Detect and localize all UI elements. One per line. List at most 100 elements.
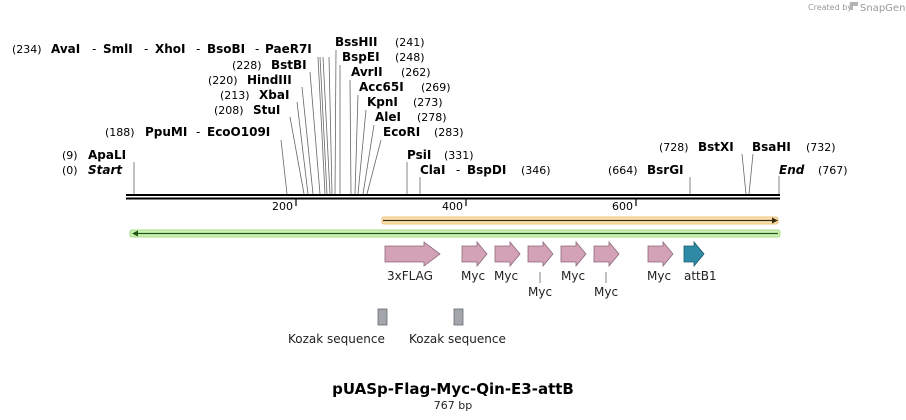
site-ppumi-pos: (188) bbox=[105, 126, 135, 139]
site-bspdi-pos: (346) bbox=[521, 164, 551, 177]
snapgene-brand: Created by SnapGene bbox=[808, 2, 906, 14]
feature-3xflag-arrow[interactable] bbox=[384, 241, 441, 267]
backbone-bottom-strand bbox=[126, 197, 780, 200]
feature-myc4-label: Myc bbox=[561, 269, 585, 283]
leader-avrii bbox=[349, 79, 352, 195]
ruler-tick-200: 200 bbox=[272, 200, 293, 213]
site-bsahi[interactable]: BsaHI bbox=[752, 140, 791, 154]
site-bstbi-pos: (228) bbox=[232, 59, 262, 72]
leader-stui bbox=[289, 116, 305, 195]
site-hindiii-pos: (220) bbox=[208, 74, 238, 87]
leader-bstbi bbox=[309, 71, 321, 195]
site-ecori-pos: (283) bbox=[434, 126, 464, 139]
plasmid-length: 767 bp bbox=[434, 399, 472, 412]
site-bspdi[interactable]: BspDI bbox=[467, 163, 506, 177]
site-leader-lines bbox=[133, 49, 780, 195]
site-bsahi-pos: (732) bbox=[806, 141, 836, 154]
site-bsshii-pos: (241) bbox=[395, 36, 425, 49]
sequence-end-label: End bbox=[779, 163, 805, 177]
feature-kozak1-label: Kozak sequence bbox=[288, 332, 385, 346]
brand-created-by: Created by bbox=[808, 3, 852, 12]
leader-hindiii bbox=[301, 86, 314, 195]
site-clai[interactable]: ClaI bbox=[420, 163, 445, 177]
backbone-top-strand bbox=[126, 194, 780, 196]
feature-myc3-label: Myc bbox=[528, 285, 552, 299]
feature-myc1-arrow[interactable] bbox=[461, 240, 488, 268]
feature-attb1-label: attB1 bbox=[684, 269, 717, 283]
snapgene-logo-icon bbox=[849, 2, 858, 10]
leader-xbai bbox=[296, 101, 309, 195]
site-smli[interactable]: SmlI bbox=[103, 42, 133, 56]
site-kpni[interactable]: KpnI bbox=[367, 95, 398, 109]
feature-myc3-arrow[interactable] bbox=[527, 240, 554, 268]
site-bstxi-pos: (728) bbox=[659, 141, 689, 154]
site-psii-pos: (331) bbox=[444, 149, 474, 162]
feature-3xflag-label: 3xFLAG bbox=[387, 269, 433, 283]
feature-myc2-arrow[interactable] bbox=[494, 240, 521, 268]
site-alei[interactable]: AleI bbox=[375, 110, 401, 124]
orf-reverse[interactable] bbox=[129, 229, 781, 238]
site-hindiii[interactable]: HindIII bbox=[247, 73, 292, 87]
brand-name: SnapGene bbox=[860, 3, 906, 14]
site-ecori[interactable]: EcoRI bbox=[383, 125, 420, 139]
site-avai-pos: (234) bbox=[12, 43, 42, 56]
site-bsshii[interactable]: BssHII bbox=[335, 35, 377, 49]
site-ecoo109i[interactable]: EcoO109I bbox=[207, 125, 270, 139]
feature-myc5-arrow[interactable] bbox=[593, 240, 620, 268]
site-avai[interactable]: AvaI bbox=[51, 42, 80, 56]
site-separator: - bbox=[196, 125, 200, 139]
site-stui[interactable]: StuI bbox=[253, 103, 280, 117]
site-acc65i[interactable]: Acc65I bbox=[359, 80, 404, 94]
leader-acc65i bbox=[354, 94, 359, 195]
site-separator: - bbox=[456, 163, 460, 177]
site-psii[interactable]: PsiI bbox=[407, 148, 431, 162]
site-ppumi[interactable]: PpuMI bbox=[145, 125, 187, 139]
site-separator: - bbox=[92, 42, 96, 56]
site-paer7i[interactable]: PaeR7I bbox=[265, 42, 312, 56]
site-alei-pos: (278) bbox=[417, 111, 447, 124]
site-bspei[interactable]: BspEI bbox=[342, 50, 380, 64]
site-kpni-pos: (273) bbox=[413, 96, 443, 109]
leader-kpni bbox=[357, 109, 367, 195]
feature-kozak1-box[interactable] bbox=[377, 308, 388, 326]
site-bsobi[interactable]: BsoBI bbox=[207, 42, 245, 56]
ruler-tick-600: 600 bbox=[612, 200, 633, 213]
feature-myc6-arrow[interactable] bbox=[647, 240, 674, 268]
feature-kozak2-box[interactable] bbox=[453, 308, 464, 326]
features: 3xFLAG Myc Myc Myc Myc Myc Myc attB1 Koz… bbox=[288, 240, 717, 346]
feature-attb1-arrow[interactable] bbox=[683, 240, 705, 268]
end-pos: (767) bbox=[818, 164, 848, 177]
site-avrii[interactable]: AvrII bbox=[351, 65, 383, 79]
site-bstbi[interactable]: BstBI bbox=[271, 58, 307, 72]
feature-myc2-label: Myc bbox=[494, 269, 518, 283]
leader-avai-3 bbox=[322, 56, 331, 195]
leader-bsshii bbox=[334, 49, 337, 195]
site-apali[interactable]: ApaLI bbox=[88, 148, 126, 162]
site-bsrgi-pos: (664) bbox=[608, 164, 638, 177]
feature-myc4-arrow[interactable] bbox=[560, 240, 587, 268]
leader-avai-2 bbox=[319, 56, 328, 195]
plasmid-title: pUASp-Flag-Myc-Qin-E3-attB bbox=[332, 380, 574, 398]
feature-myc1-label: Myc bbox=[461, 269, 485, 283]
site-bsrgi[interactable]: BsrGI bbox=[647, 163, 684, 177]
site-separator: - bbox=[144, 42, 148, 56]
site-bstxi[interactable]: BstXI bbox=[698, 140, 734, 154]
feature-myc5-label: Myc bbox=[594, 285, 618, 299]
leader-bstxi bbox=[741, 153, 747, 195]
start-pos: (0) bbox=[62, 164, 78, 177]
orf-forward[interactable] bbox=[381, 216, 779, 225]
ruler-tick-400: 400 bbox=[442, 200, 463, 213]
site-acc65i-pos: (269) bbox=[421, 81, 451, 94]
feature-kozak2-label: Kozak sequence bbox=[409, 332, 506, 346]
feature-myc6-label: Myc bbox=[647, 269, 671, 283]
leader-avai-1 bbox=[317, 56, 326, 195]
site-avrii-pos: (262) bbox=[401, 66, 431, 79]
site-xhoi[interactable]: XhoI bbox=[155, 42, 186, 56]
site-xbai[interactable]: XbaI bbox=[259, 88, 289, 102]
leader-avai-4 bbox=[328, 56, 333, 195]
site-bspei-pos: (248) bbox=[395, 51, 425, 64]
site-stui-pos: (208) bbox=[214, 104, 244, 117]
map-title-block: pUASp-Flag-Myc-Qin-E3-attB 767 bp bbox=[332, 380, 574, 412]
site-xbai-pos: (213) bbox=[220, 89, 250, 102]
